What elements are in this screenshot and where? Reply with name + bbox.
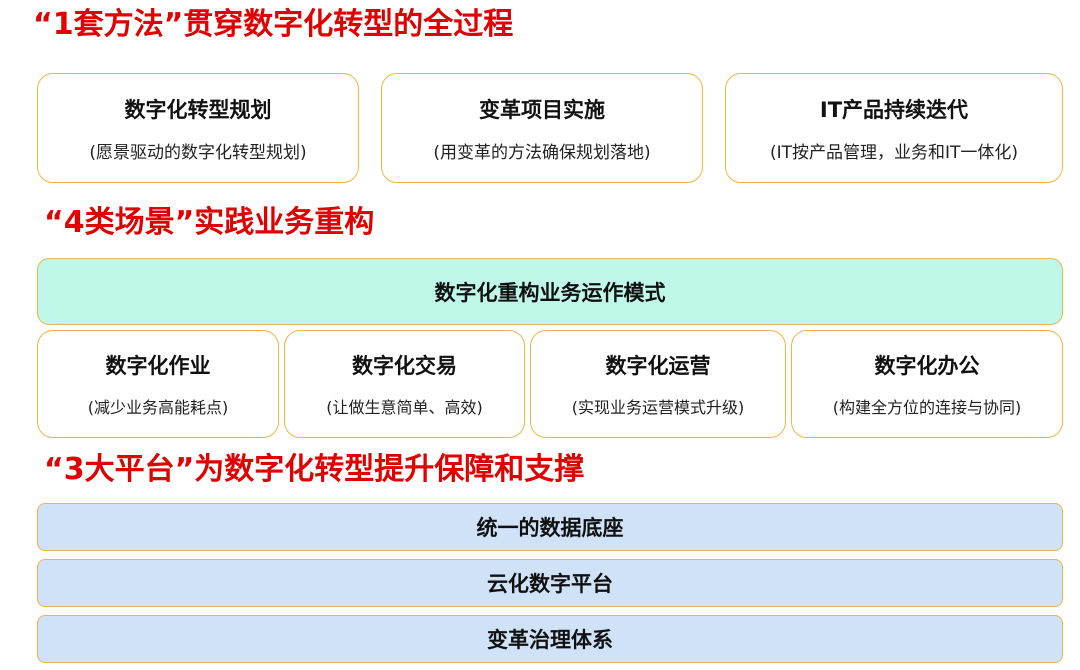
card-title: 数字化运营: [605, 354, 711, 378]
method-card-change-project: 变革项目实施 (用变革的方法确保规划落地): [381, 73, 703, 183]
card-title: 数字化转型规划: [124, 97, 272, 122]
card-title: IT产品持续迭代: [819, 97, 969, 122]
scenario-card-digital-operations: 数字化运营 (实现业务运营模式升级): [530, 330, 786, 438]
card-title: 变革项目实施: [479, 97, 605, 122]
method-card-transformation-planning: 数字化转型规划 (愿景驱动的数字化转型规划): [37, 73, 359, 183]
platform-bar-cloud-digital-platform: 云化数字平台: [37, 559, 1063, 607]
section-title-method: “1套方法”贯穿数字化转型的全过程: [33, 7, 514, 42]
card-subtitle: (让做生意简单、高效): [326, 398, 483, 417]
section-title-platforms: “3大平台”为数字化转型提升保障和支撑: [44, 452, 585, 487]
platform-bar-data-foundation: 统一的数据底座: [37, 503, 1063, 551]
card-subtitle: (用变革的方法确保规划落地): [433, 142, 651, 163]
section-title-scenarios: “4类场景”实践业务重构: [44, 205, 375, 240]
scenario-card-digital-office: 数字化办公 (构建全方位的连接与协同): [791, 330, 1063, 438]
card-title: 数字化交易: [352, 354, 457, 378]
card-subtitle: (愿景驱动的数字化转型规划): [89, 142, 307, 163]
scenario-card-digital-operations-work: 数字化作业 (减少业务高能耗点): [37, 330, 279, 438]
platform-bar-change-governance: 变革治理体系: [37, 615, 1063, 663]
card-subtitle: (实现业务运营模式升级): [571, 398, 745, 417]
scenario-banner: 数字化重构业务运作模式: [37, 258, 1063, 325]
card-subtitle: (减少业务高能耗点): [87, 398, 229, 417]
scenario-card-digital-trading: 数字化交易 (让做生意简单、高效): [284, 330, 525, 438]
card-subtitle: (构建全方位的连接与协同): [832, 398, 1022, 417]
card-title: 数字化作业: [105, 354, 211, 378]
card-subtitle: (IT按产品管理，业务和IT一体化): [769, 142, 1019, 163]
card-title: 数字化办公: [874, 354, 980, 378]
method-card-it-product-iteration: IT产品持续迭代 (IT按产品管理，业务和IT一体化): [725, 73, 1063, 183]
